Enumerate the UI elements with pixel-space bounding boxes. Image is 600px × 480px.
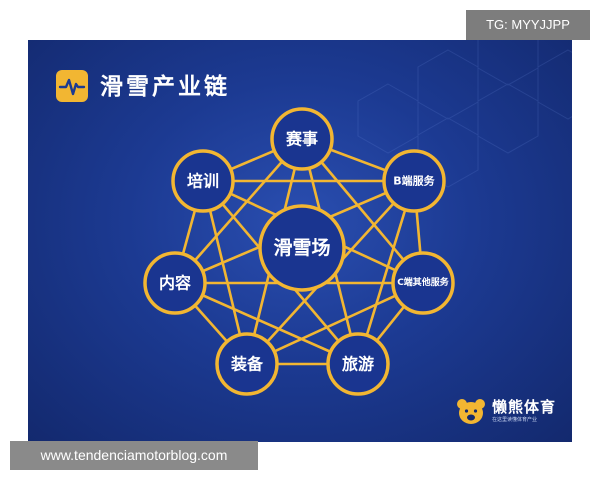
node-label-zhuangbei: 装备 xyxy=(230,355,264,374)
edge-lvyou-neirong xyxy=(174,281,359,366)
center-node-circle xyxy=(258,204,346,292)
pulse-line-icon xyxy=(56,70,88,102)
edge-neirong-saishi xyxy=(174,138,303,284)
node-circle-peixun xyxy=(171,149,235,213)
node-label-peixun: 培训 xyxy=(187,172,219,191)
brand-name: 懒熊体育 xyxy=(492,398,557,416)
node-circle-zhuangbei xyxy=(215,332,279,396)
bear-head-icon xyxy=(457,399,485,424)
edge-c-service-zhuangbei xyxy=(246,281,424,366)
node-circle-c-service xyxy=(391,251,455,315)
node-circle-lvyou xyxy=(326,332,390,396)
brand-subtitle: 在这里读懂体育产业 xyxy=(492,417,538,423)
node-label-neirong: 内容 xyxy=(159,274,191,293)
watermark-bottom-left: www.tendenciamotorblog.com xyxy=(10,441,258,470)
watermark-top-right: TG: MYYJJPP xyxy=(466,10,590,40)
node-circle-neirong xyxy=(143,251,207,315)
node-label-c-service: C端其他服务 xyxy=(397,276,450,288)
center-node-label: 滑雪场 xyxy=(273,237,330,259)
diagram-panel: 滑雪产业链 滑雪场 赛事 B端服务 C端其他服务旅游 装备 内容 培训 懒熊体育 在这里读懂… xyxy=(28,40,572,442)
node-label-b-service: B端服务 xyxy=(393,174,435,188)
diagram-title: 滑雪产业链 xyxy=(100,74,230,100)
node-label-lvyou: 旅游 xyxy=(342,355,374,374)
node-label-saishi: 赛事 xyxy=(285,130,318,149)
node-circle-saishi xyxy=(270,107,334,171)
edge-b-service-lvyou xyxy=(356,180,416,365)
brand-badge: 懒熊体育 在这里读懂体育产业 xyxy=(448,392,568,432)
hexagon-pattern xyxy=(357,40,572,188)
node-circle-b-service xyxy=(382,149,446,213)
